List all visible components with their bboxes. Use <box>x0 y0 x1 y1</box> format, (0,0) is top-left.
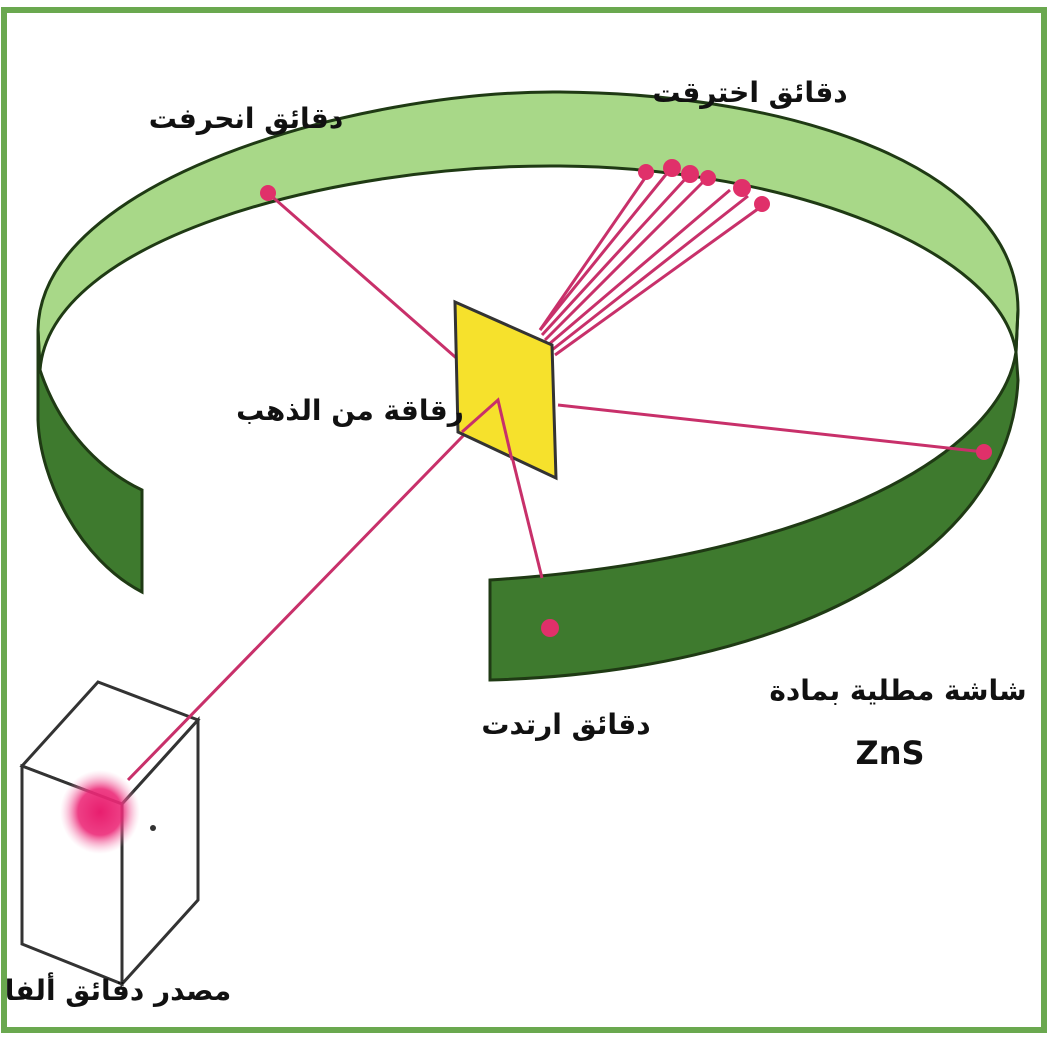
hit-spot <box>754 196 770 212</box>
hit-spot <box>976 444 992 460</box>
alpha-source-glow <box>60 770 140 854</box>
screen-outer-right <box>490 352 1018 680</box>
hit-spot <box>663 159 681 177</box>
side-deflected-beam <box>558 405 984 452</box>
label-passed: دقائق اخترقت <box>652 76 847 109</box>
incident-beam <box>128 400 498 780</box>
screen-outer-left <box>38 330 142 592</box>
label-screen: شاشة مطلية بمادة <box>769 674 1026 707</box>
deflected-beam <box>268 193 470 370</box>
hit-spot <box>638 164 654 180</box>
label-deflected: دقائق انحرفت <box>149 102 343 135</box>
hit-spot <box>541 619 559 637</box>
label-bounced: دقائق ارتدت <box>481 708 650 741</box>
alpha-source-box <box>22 682 198 984</box>
hit-spot <box>733 179 751 197</box>
label-gold-foil: رقاقة من الذهب <box>236 394 464 427</box>
label-source: مصدر دقائق ألفا <box>5 972 231 1007</box>
screen-top-edge-right <box>1016 310 1018 352</box>
passed-beam <box>548 190 730 345</box>
passed-beam <box>540 172 668 330</box>
hit-spot <box>700 170 716 186</box>
label-screen-material: ZnS <box>855 734 924 772</box>
passed-beam <box>545 180 705 340</box>
hit-spot <box>260 185 276 201</box>
hit-spot <box>681 165 699 183</box>
